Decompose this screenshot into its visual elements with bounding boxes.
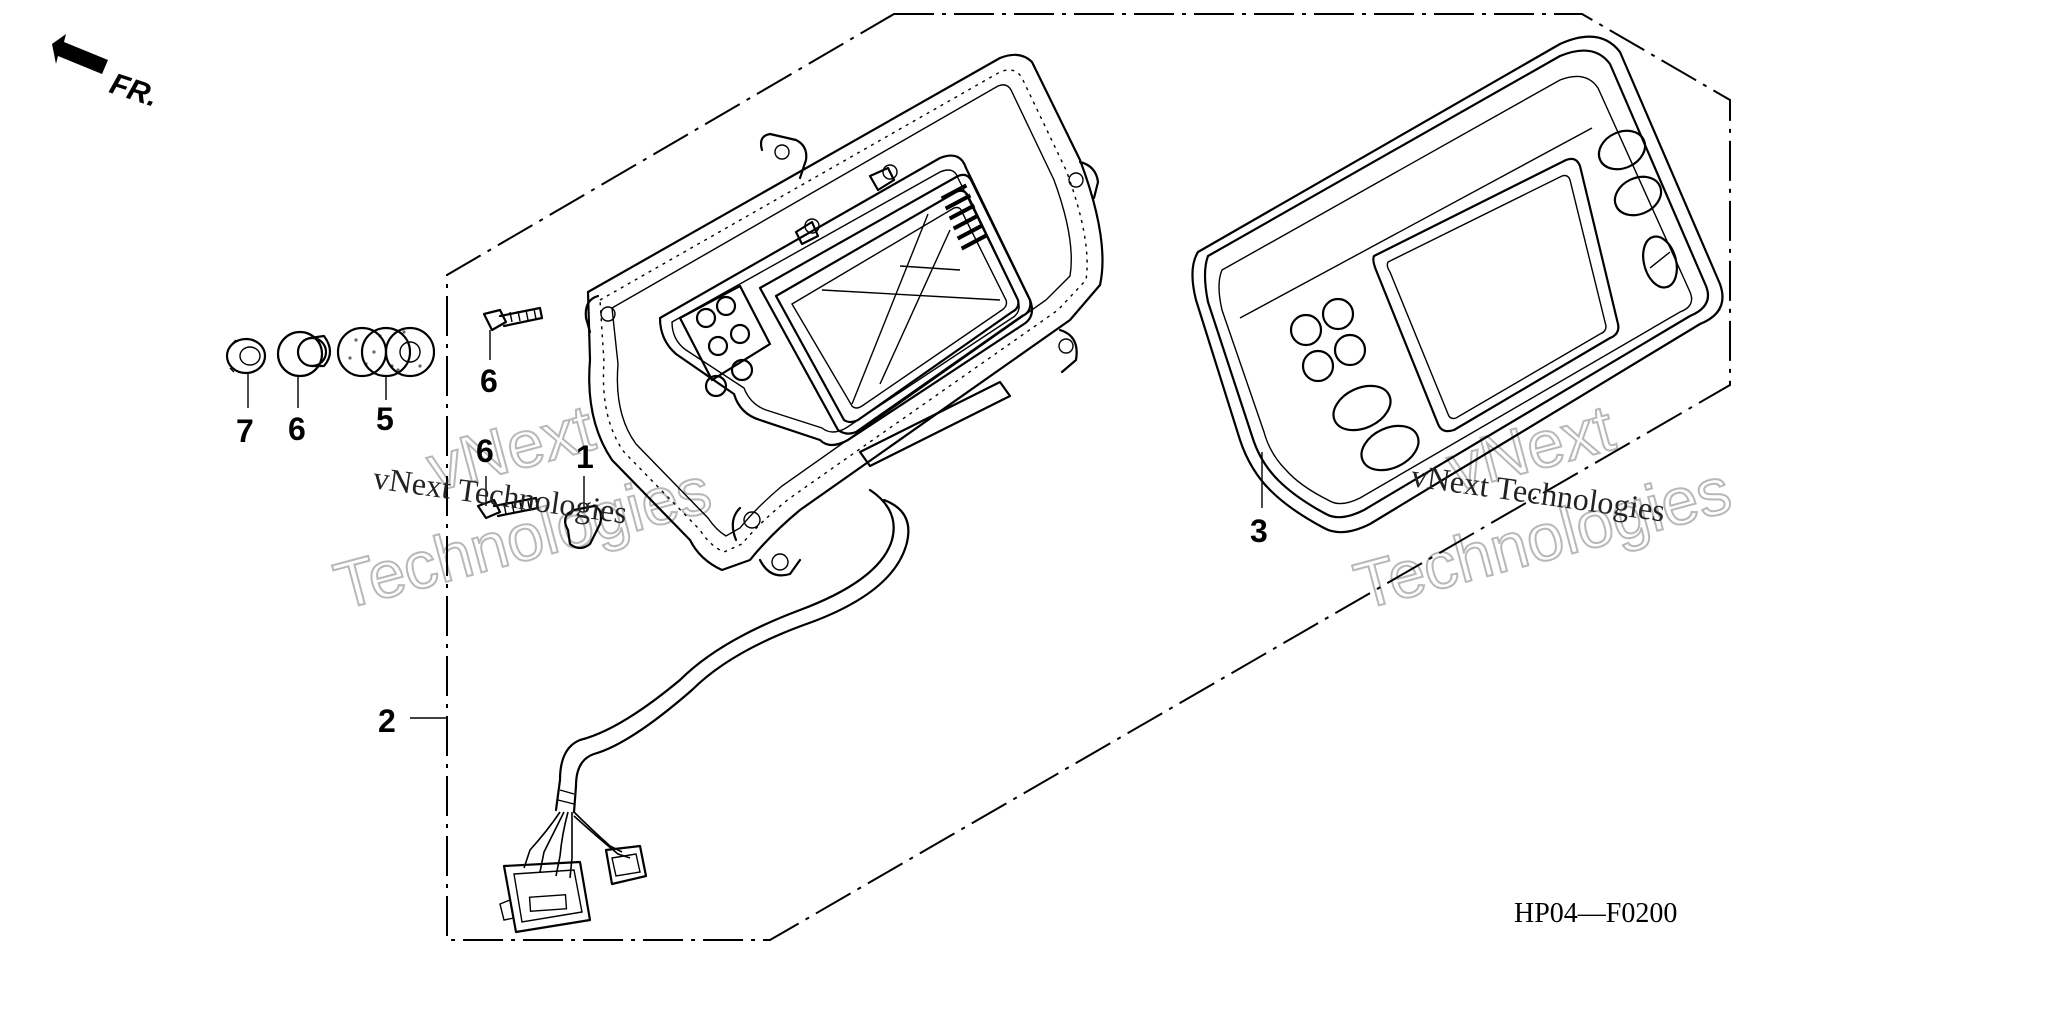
callout-6-upper: 6 — [480, 363, 498, 399]
meter-case — [584, 53, 1104, 577]
diagram-code: HP04—F0200 — [1514, 898, 1677, 929]
front-direction-arrow-icon — [52, 34, 108, 74]
screw-lower — [476, 496, 540, 520]
assembly-boundary — [446, 13, 1731, 941]
callout-4: 5 — [376, 401, 394, 437]
clip-part — [563, 504, 603, 550]
meter-cover — [1191, 35, 1724, 534]
front-direction-label: FR. — [106, 67, 162, 113]
leader-lines — [247, 330, 1263, 719]
callout-2: 2 — [378, 703, 396, 739]
wire-harness — [499, 488, 910, 934]
grommet-part — [336, 326, 436, 378]
callout-6-lower: 6 — [476, 433, 494, 469]
collar-part — [276, 330, 332, 378]
small-connector — [604, 844, 648, 886]
callout-3: 3 — [1250, 513, 1268, 549]
callout-1: 1 — [576, 439, 594, 475]
callout-5: 6 — [288, 411, 306, 447]
main-connector — [499, 860, 592, 934]
nut-part — [225, 337, 267, 375]
bar-graph-icon — [940, 183, 988, 251]
screw-upper — [482, 306, 544, 332]
callout-7: 7 — [236, 413, 254, 449]
